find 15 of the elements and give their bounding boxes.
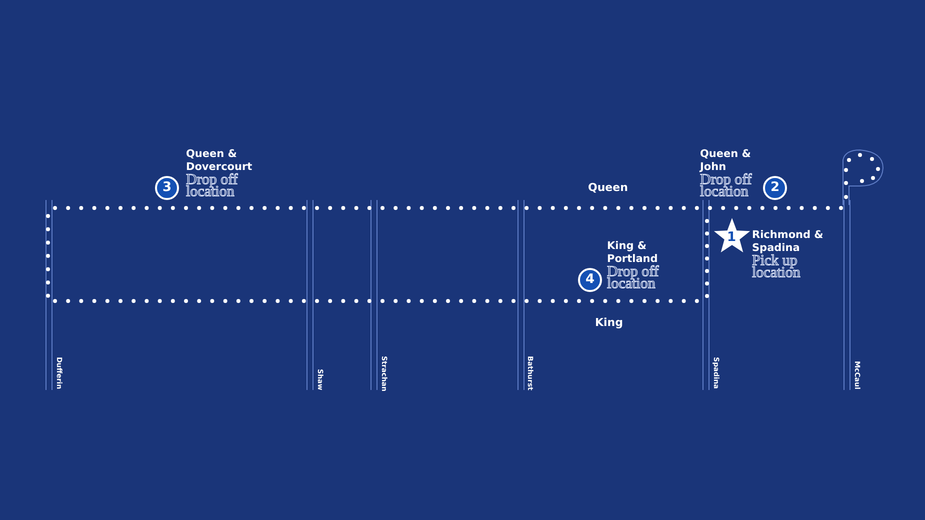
road-name: Queen xyxy=(588,181,628,194)
location-name: Richmond & Spadina xyxy=(752,229,824,254)
numbered-marker: 4 xyxy=(578,268,602,292)
location-name: King & Portland xyxy=(607,240,659,266)
marker-number: 1 xyxy=(727,230,736,245)
location-type: Drop off location xyxy=(607,266,660,290)
numbered-marker: 3 xyxy=(155,176,179,200)
location-type: Drop off location xyxy=(186,174,239,198)
location-type: Drop off location xyxy=(700,174,753,198)
location-type: Pick up location xyxy=(752,255,802,279)
location-name: Queen & John xyxy=(700,148,752,174)
numbered-marker: 2 xyxy=(763,176,787,200)
location-name: Queen & Dovercourt xyxy=(186,148,254,174)
road-name: King xyxy=(595,316,623,329)
location-marker xyxy=(155,148,255,200)
